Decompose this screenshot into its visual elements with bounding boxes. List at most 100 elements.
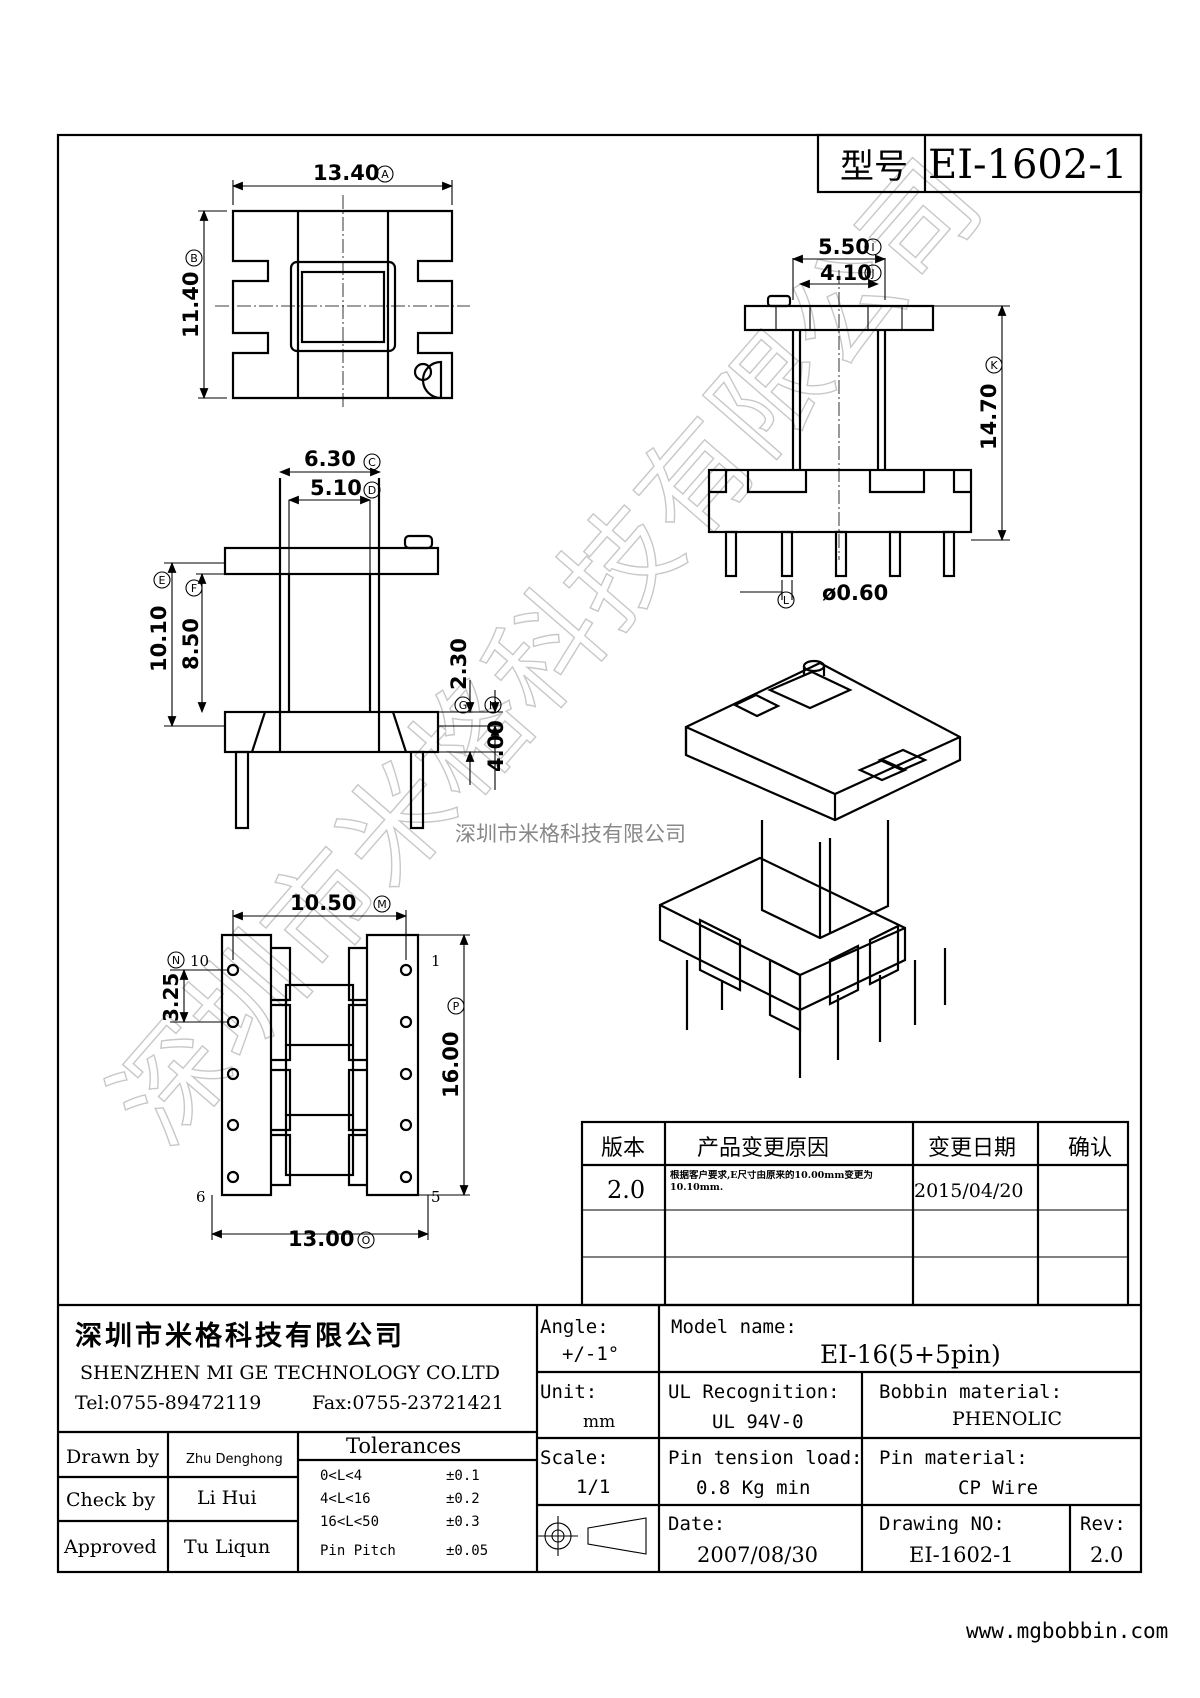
svg-text:M: M <box>377 898 387 911</box>
outer-frame <box>56 133 1143 1574</box>
pin-label-10: 10 <box>190 952 209 970</box>
dim-marker-k: K <box>985 356 1003 374</box>
website-url: www.mgbobbin.com <box>966 1619 1168 1643</box>
dim-m-value: 10.50 <box>290 891 356 915</box>
company-name-cn: 深圳市米格科技有限公司 <box>75 1320 405 1352</box>
model-name-value: EI-16(5+5pin) <box>820 1340 1001 1369</box>
approved-label: Approved <box>63 1536 157 1558</box>
bottom-view: 10 1 6 5 10.50 3.25 16.00 13.00 <box>159 891 470 1251</box>
svg-text:G: G <box>459 699 468 712</box>
svg-text:L: L <box>783 594 790 607</box>
angle-label: Angle: <box>540 1316 609 1338</box>
tol-value-2: ±0.2 <box>446 1491 480 1507</box>
side-view: 6.30 5.10 10.10 8.50 2.30 4.00 <box>147 447 508 830</box>
tol-range-4: Pin Pitch <box>320 1543 396 1559</box>
top-view: 13.40 11.40 <box>179 161 470 410</box>
svg-text:C: C <box>368 456 376 469</box>
rev-row1-date: 2015/04/20 <box>914 1180 1024 1202</box>
rev-header-reason: 产品变更原因 <box>697 1136 829 1161</box>
company-name-en: SHENZHEN MI GE TECHNOLOGY CO.LTD <box>80 1362 500 1384</box>
svg-text:B: B <box>190 252 198 265</box>
pin-tension-label: Pin tension load: <box>668 1447 862 1469</box>
date-label: Date: <box>668 1513 725 1535</box>
rev-value: 2.0 <box>1090 1543 1123 1567</box>
dim-marker-e: E <box>153 571 171 589</box>
dim-k-value: 14.70 <box>977 384 1001 450</box>
pin-label-6: 6 <box>196 1188 206 1206</box>
dim-j-value: 4.10 <box>820 261 872 285</box>
title-box: 型号 EI-1602-1 <box>816 133 1143 194</box>
pin-label-5: 5 <box>431 1188 441 1206</box>
tolerances-title: Tolerances <box>346 1434 461 1458</box>
watermark-diagonal: 深圳市米格科技有限公司 <box>87 136 1008 1168</box>
dim-marker-f: F <box>185 579 203 597</box>
svg-text:N: N <box>172 954 180 967</box>
svg-text:A: A <box>381 168 389 181</box>
tol-value-4: ±0.05 <box>446 1543 488 1559</box>
pin-material-label: Pin material: <box>879 1447 1028 1469</box>
rev-header-confirm: 确认 <box>1068 1136 1112 1161</box>
dim-marker-j: J <box>864 264 882 282</box>
dim-marker-l: L <box>777 591 795 609</box>
dim-marker-p: P <box>447 997 465 1015</box>
svg-text:D: D <box>368 484 376 497</box>
model-number: EI-1602-1 <box>928 142 1127 188</box>
bobbin-material-value: PHENOLIC <box>952 1408 1062 1430</box>
dim-marker-i: I <box>864 238 882 256</box>
date-value: 2007/08/30 <box>697 1543 818 1567</box>
drawing-no-value: EI-1602-1 <box>909 1543 1014 1567</box>
tol-range-1: 0<L<4 <box>320 1468 362 1484</box>
dim-f-value: 8.50 <box>179 618 203 670</box>
dim-i-value: 5.50 <box>818 235 870 259</box>
svg-text:K: K <box>990 359 998 372</box>
dim-n-value: 3.25 <box>159 973 183 1022</box>
tol-range-2: 4<L<16 <box>320 1491 371 1507</box>
svg-text:I: I <box>871 241 874 254</box>
pin-label-1: 1 <box>431 952 441 970</box>
drawing-no-label: Drawing NO: <box>879 1513 1005 1535</box>
pin-material-value: CP Wire <box>958 1477 1038 1499</box>
projection-symbol-icon <box>538 1516 647 1556</box>
dim-d-value: 5.10 <box>310 476 362 500</box>
dim-marker-g: G <box>454 696 472 714</box>
scale-value: 1/1 <box>576 1476 610 1498</box>
watermark-center: 深圳市米格科技有限公司 <box>455 822 686 846</box>
model-name-label: Model name: <box>671 1316 797 1338</box>
unit-value: mm <box>583 1412 615 1432</box>
drawn-by-value: Zhu Denghong <box>186 1452 283 1467</box>
dim-g-value: 2.30 <box>447 638 471 690</box>
pin-tension-value: 0.8 Kg min <box>696 1477 810 1499</box>
dim-b-value: 11.40 <box>179 272 203 338</box>
svg-text:O: O <box>362 1234 371 1247</box>
svg-text:F: F <box>191 582 197 595</box>
dim-marker-m: M <box>373 895 391 913</box>
tol-value-1: ±0.1 <box>446 1468 480 1484</box>
check-by-label: Check by <box>66 1489 155 1511</box>
company-tel: Tel:0755-89472119 <box>75 1392 261 1414</box>
dim-o-value: 13.00 <box>288 1227 354 1251</box>
dim-p-value: 16.00 <box>439 1032 463 1098</box>
svg-text:P: P <box>453 1000 460 1013</box>
title-block: 深圳市米格科技有限公司 SHENZHEN MI GE TECHNOLOGY CO… <box>58 1303 1141 1572</box>
dim-e-value: 10.10 <box>147 606 171 672</box>
company-fax: Fax:0755-23721421 <box>312 1392 504 1414</box>
rev-header-date: 变更日期 <box>928 1136 1016 1161</box>
dim-marker-a: A <box>376 165 394 183</box>
svg-text:J: J <box>870 267 874 280</box>
approved-value: Tu Liqun <box>184 1536 270 1558</box>
ul-label: UL Recognition: <box>668 1381 840 1403</box>
ul-value: UL 94V-0 <box>712 1411 804 1433</box>
dim-marker-c: C <box>363 453 381 471</box>
bobbin-material-label: Bobbin material: <box>879 1381 1062 1403</box>
pin-holes-right <box>399 963 413 1184</box>
right-view: 5.50 4.10 14.70 ø0.60 <box>707 235 1010 605</box>
dim-c-value: 6.30 <box>304 447 356 471</box>
svg-text:H: H <box>489 699 497 712</box>
model-label: 型号 <box>840 147 908 187</box>
isometric-view <box>658 659 962 1078</box>
rev-header-version: 版本 <box>601 1136 645 1161</box>
unit-label: Unit: <box>540 1381 597 1403</box>
drawn-by-label: Drawn by <box>66 1446 159 1468</box>
dim-h-value: 4.00 <box>484 720 508 772</box>
